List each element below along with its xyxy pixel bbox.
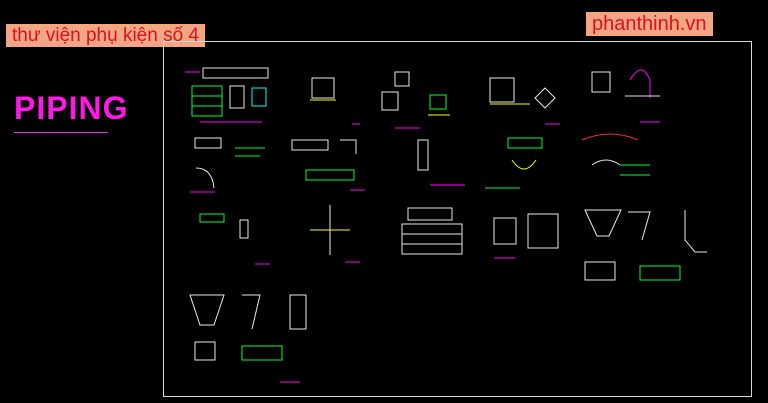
drawing-detail-16 [189,294,307,383]
drawing-detail-9 [485,137,543,189]
library-title-label: thư viện phụ kiện số 4 [6,24,206,47]
piping-heading: PIPING [14,90,129,126]
drawing-detail-8 [417,139,465,186]
drawing-detail-7 [291,139,365,191]
site-name-label: phanthinh.vn [586,12,713,36]
drawing-detail-2 [310,77,360,125]
drawing-detail-1 [185,67,269,123]
drawing-detail-5 [591,69,660,123]
drawing-detail-4 [489,77,560,125]
drawing-detail-3 [381,71,450,129]
drawing-detail-13 [401,207,463,255]
drawing-detail-15 [584,209,707,281]
drawing-frame [163,41,752,397]
drawing-detail-6 [190,137,265,193]
drawing-detail-11 [199,213,270,265]
drawing-detail-14 [493,213,559,259]
drawing-detail-12 [310,205,360,263]
drawing-detail-10 [581,133,650,176]
heading-underline [14,132,108,133]
